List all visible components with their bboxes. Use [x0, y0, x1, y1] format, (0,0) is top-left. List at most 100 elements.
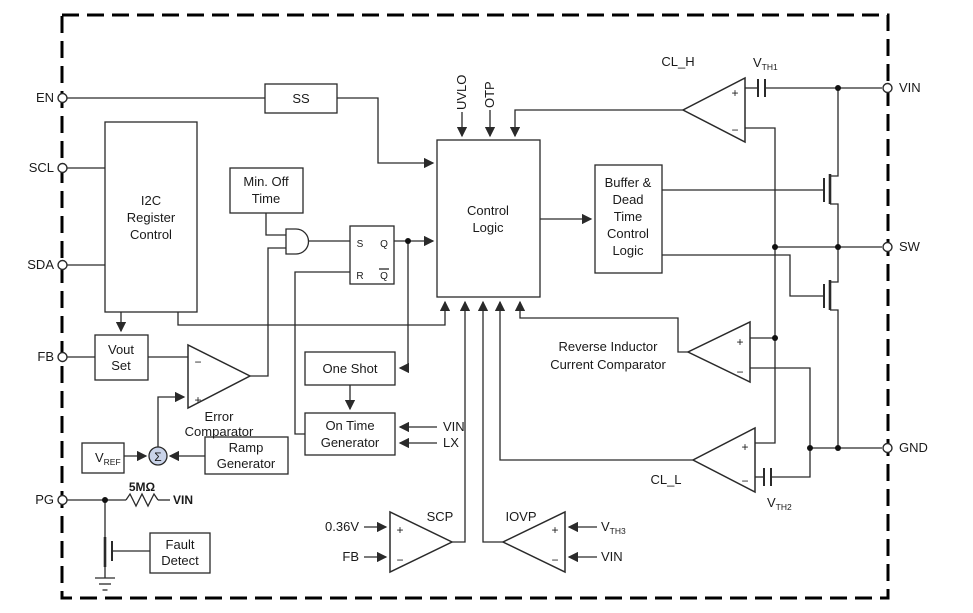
high-side-mosfet [823, 174, 832, 204]
buffer-label-5: Logic [612, 243, 644, 258]
pin-gnd [882, 442, 893, 454]
block-sr-latch [349, 225, 395, 285]
uvlo-label: UVLO [454, 75, 469, 110]
vout-set-label-1: Vout [108, 342, 134, 357]
wire-scp-out [452, 300, 471, 543]
block-ramp-generator [204, 436, 289, 475]
pin-gnd-label: GND [899, 440, 928, 455]
buffer-label-2: Dead [612, 192, 643, 207]
ontime-lx-label: LX [443, 435, 459, 450]
scp-fb-label: FB [342, 549, 359, 564]
block-i2c-register-control [104, 121, 198, 313]
i2c-label-3: Control [130, 227, 172, 242]
wire-iovp-out [477, 300, 503, 543]
error-minus: − [194, 355, 201, 369]
pin-en [57, 92, 68, 104]
latch-qbar-label: Q [380, 271, 388, 282]
reverse-label-1: Reverse Inductor [559, 339, 659, 354]
wire-buffer-to-ls-gate [662, 254, 824, 297]
wire-ontime-to-reset [294, 271, 350, 435]
vref-label: VREF [95, 450, 121, 467]
resistor-5m [125, 492, 159, 508]
fault-label-2: Detect [161, 553, 199, 568]
ramp-label-2: Generator [217, 456, 276, 471]
block-one-shot [304, 351, 396, 386]
pins: EN SCL SDA FB PG VIN SW GND [27, 80, 928, 507]
wire-ls-source [830, 309, 839, 448]
block-vref [81, 442, 125, 474]
wire-hs-source [830, 203, 839, 247]
on-time-label-2: Generator [321, 435, 380, 450]
wire-gnd-sense-tap [750, 367, 811, 478]
iovp-label: IOVP [505, 509, 536, 524]
reverse-label-2: Current Comparator [550, 357, 666, 372]
pin-sw [882, 241, 893, 253]
cl-l-label: CL_L [650, 472, 681, 487]
one-shot-label: One Shot [323, 361, 378, 376]
error-plus: + [194, 393, 201, 407]
block-buffer-deadtime [594, 164, 663, 274]
junction-dot [772, 244, 778, 250]
sigma-symbol: Σ [154, 450, 161, 464]
wire-minoff-to-and [265, 213, 286, 236]
comparator-error [187, 343, 252, 410]
block-on-time-generator [304, 412, 396, 456]
vth2-capacitor [763, 468, 772, 486]
scp-plus: + [396, 523, 403, 537]
latch-r-label: R [356, 271, 363, 282]
control-logic-label-1: Control [467, 203, 509, 218]
wire-ls-drain [830, 247, 839, 283]
fault-label-1: Fault [166, 537, 195, 552]
min-off-label-1: Min. Off [243, 174, 289, 189]
wires [67, 87, 882, 578]
pin-vin [882, 82, 893, 94]
chip-boundary [60, 13, 890, 600]
error-label-1: Error [205, 409, 235, 424]
junction-dot [102, 497, 108, 503]
pin-pg [57, 494, 68, 506]
junction-dots [102, 85, 841, 503]
block-soft-start-label: SS [292, 91, 310, 106]
pin-sda-label: SDA [27, 257, 54, 272]
junction-dot [772, 335, 778, 341]
junction-dot [405, 238, 411, 244]
buffer-label-3: Time [614, 209, 642, 224]
block-control-logic [436, 139, 541, 298]
buffer-label-4: Control [607, 226, 649, 241]
otp-label: OTP [482, 81, 497, 108]
wire-ss-out [337, 97, 435, 169]
pin-sda [57, 259, 68, 271]
iovp-minus: − [551, 553, 558, 567]
wire-clh-out [509, 109, 683, 138]
scp-ref-label: 0.36V [325, 519, 359, 534]
block-soft-start [264, 83, 338, 114]
wire-sw-sense-tap [745, 127, 776, 444]
min-off-label-2: Time [252, 191, 280, 206]
pg-vin-label: VIN [173, 493, 193, 507]
pin-sw-label: SW [899, 239, 921, 254]
block-vout-set [94, 334, 149, 381]
vth1-capacitor [757, 79, 766, 97]
pin-scl [57, 162, 68, 174]
on-time-label-1: On Time [325, 418, 374, 433]
pin-fb [57, 351, 68, 363]
wire-cll-out [494, 300, 693, 461]
ground-symbol [95, 577, 115, 591]
reverse-minus: − [736, 365, 743, 379]
wire-q-to-oneshot [398, 241, 410, 374]
vth3-label: VTH3 [601, 519, 626, 536]
cl-h-label: CL_H [661, 54, 694, 69]
wire-hs-drain [830, 88, 839, 177]
wire-reverse-out [514, 300, 688, 353]
comparator-scp [389, 510, 454, 574]
reverse-plus: + [736, 335, 743, 349]
i2c-label-2: Register [127, 210, 176, 225]
low-side-mosfet [823, 280, 832, 310]
wire-error-to-and [250, 247, 286, 377]
scp-label: SCP [427, 509, 454, 524]
pin-vin-label: VIN [899, 80, 921, 95]
cl-h-plus: + [731, 86, 738, 100]
summing-junction [148, 446, 168, 466]
